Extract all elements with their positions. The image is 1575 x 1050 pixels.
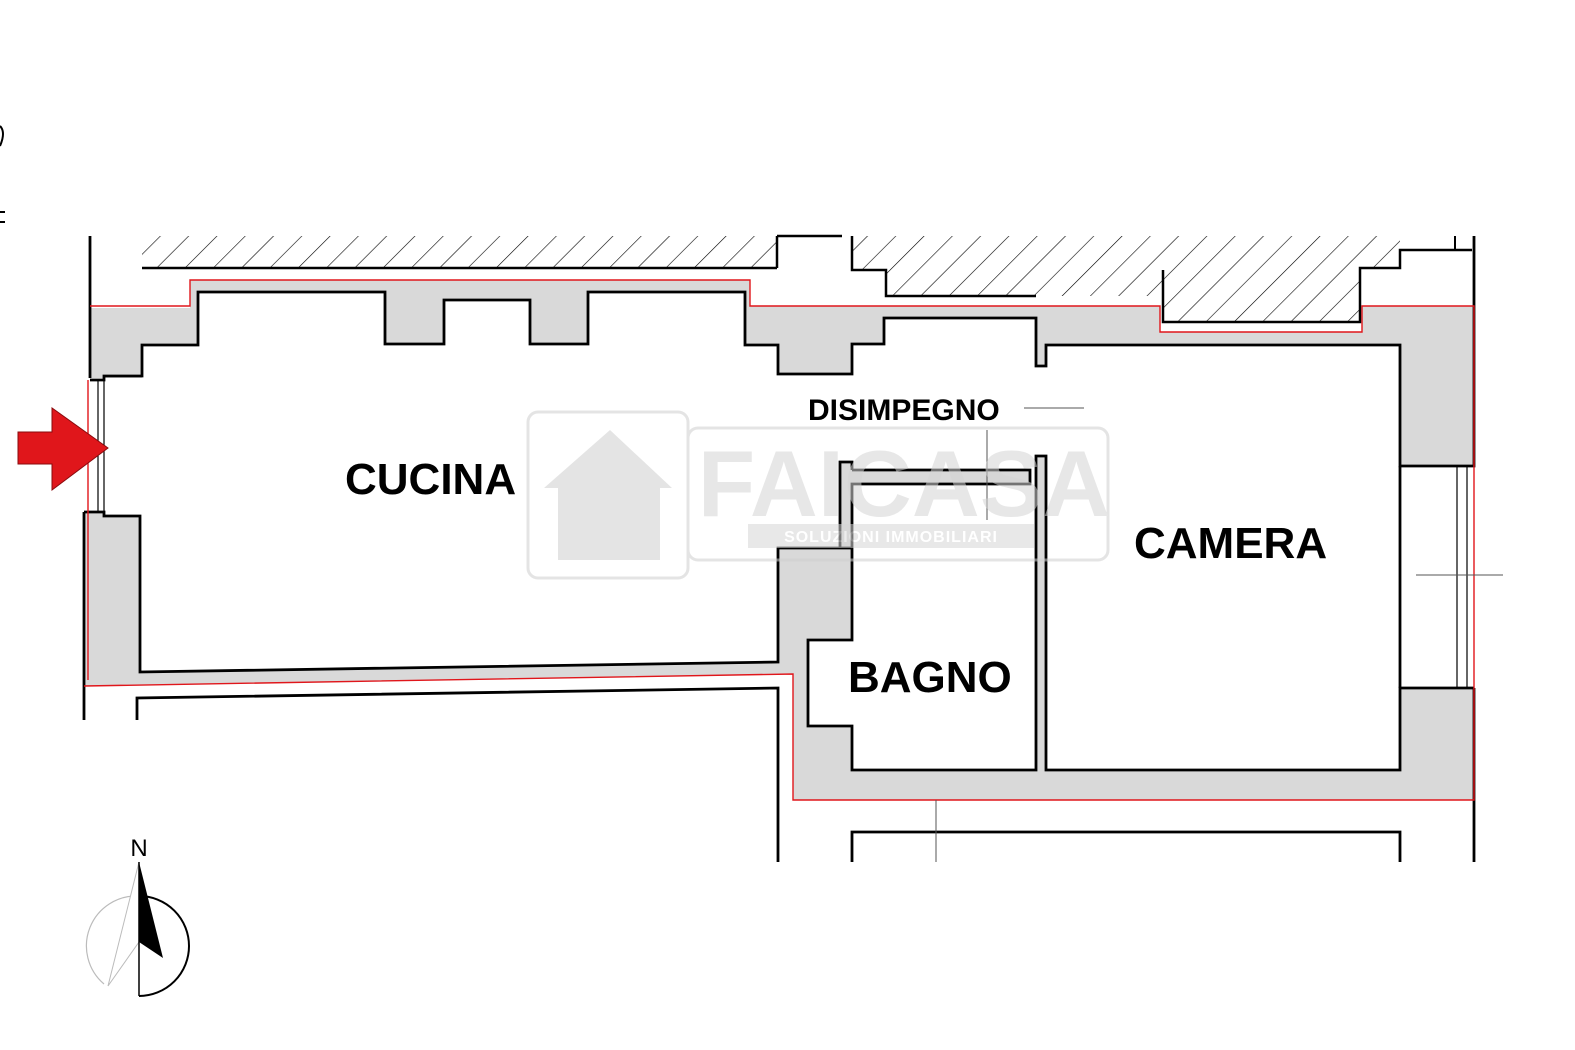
neighbour-hatching — [142, 234, 1472, 324]
property-boundary — [83, 279, 1475, 801]
watermark-brand: FAICASA — [698, 431, 1111, 536]
house-puzzle-icon — [544, 430, 672, 560]
watermark-logo: FAICASA SOLUZIONI IMMOBILIARI — [526, 410, 1111, 580]
north-compass-icon: N — [85, 835, 190, 997]
room-label-camera: CAMERA — [1134, 519, 1327, 568]
room-label-disimpegno: DISIMPEGNO — [808, 394, 1000, 427]
watermark-tagline: SOLUZIONI IMMOBILIARI — [784, 529, 998, 546]
edge-marks — [0, 125, 5, 223]
entrance-arrow-icon — [17, 407, 109, 491]
room-label-bagno: BAGNO — [848, 653, 1012, 702]
room-label-cucina: CUCINA — [345, 455, 516, 504]
construction-lines — [935, 407, 1503, 862]
compass-north-label: N — [130, 835, 147, 862]
